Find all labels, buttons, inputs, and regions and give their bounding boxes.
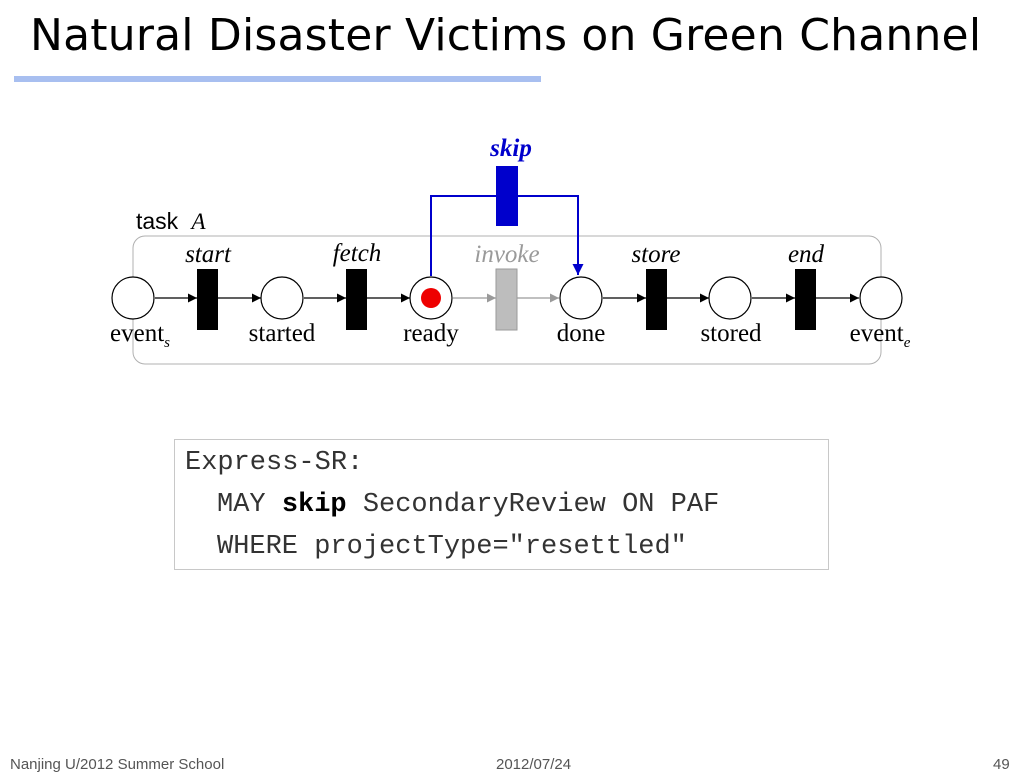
place-stored [708,276,752,320]
place-started [260,276,304,320]
label-skip: skip [489,135,532,162]
place-labels: events started ready done stored evente [110,320,911,351]
label-stored: stored [700,320,762,347]
label-event-s-base: event [110,320,164,347]
transition-fetch [346,269,367,330]
label-event-s: events [110,320,170,351]
task-label: task A [136,208,207,235]
arc-ready-skip [430,195,496,276]
code-line-2: MAY skip SecondaryReview ON PAF [217,490,719,520]
slide-title: Natural Disaster Victims on Green Channe… [30,10,982,61]
transition-skip [496,166,518,226]
code-line-3: WHERE projectType="resettled" [217,532,687,562]
transition-labels: skip start fetch invoke store end [185,135,824,268]
footer-page-number: 49 [993,756,1010,773]
place-event-e [859,276,903,320]
code-line-2-pre: MAY [217,490,282,520]
label-event-s-sub: s [164,335,170,351]
label-event-e-base: event [850,320,904,347]
transition-start [197,269,218,330]
arc-skip-done [518,195,584,275]
task-label-prefix: task [136,208,179,234]
label-end: end [788,241,825,268]
footer-date: 2012/07/24 [496,756,572,773]
place-event-s [111,276,155,320]
label-event-e-sub: e [904,335,911,351]
transition-store [646,269,667,330]
footer-left: Nanjing U/2012 Summer School [10,756,225,773]
label-done: done [557,320,606,347]
code-box: Express-SR: MAY skip SecondaryReview ON … [174,439,829,570]
place-done [559,276,603,320]
label-store: store [631,241,680,268]
label-invoke: invoke [474,241,539,268]
code-keyword-skip: skip [281,490,347,520]
transitions [197,166,816,331]
transition-end [795,269,816,330]
code-line-1: Express-SR: [185,448,364,478]
task-label-name: A [190,209,207,234]
label-event-e: evente [850,320,911,351]
token [421,288,441,308]
skip-arcs [430,195,584,276]
label-ready: ready [403,320,459,347]
label-fetch: fetch [333,240,382,267]
transition-invoke [495,268,518,331]
title-underline [14,76,541,82]
label-start: start [185,241,232,268]
code-line-2-post: SecondaryReview ON PAF [346,490,720,520]
label-started: started [249,320,316,347]
